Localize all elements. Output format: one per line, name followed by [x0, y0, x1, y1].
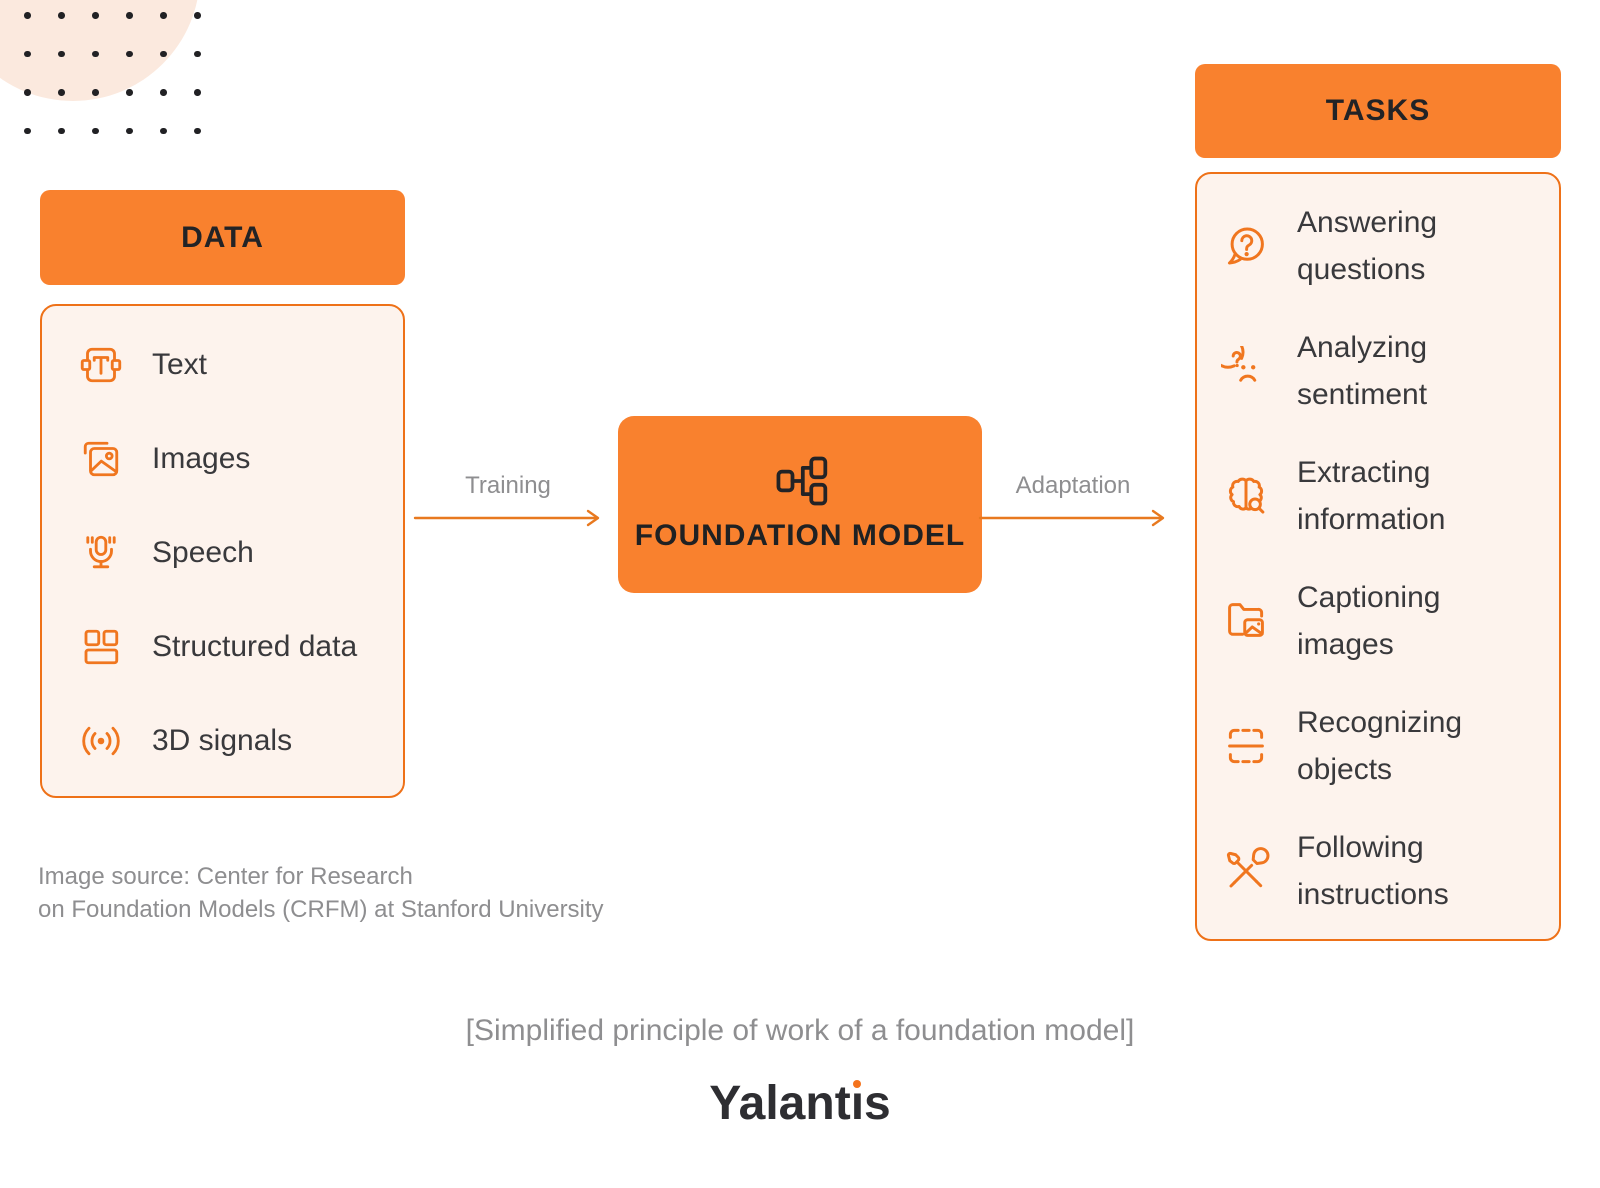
image-source-note: Image source: Center for Research on Fou… — [38, 860, 604, 926]
data-row-images: Images — [42, 412, 403, 506]
data-header: DATA — [40, 190, 405, 285]
task-item-label: Following instructions — [1297, 830, 1449, 911]
task-row-analyzing-sentiment: Analyzing sentiment — [1197, 308, 1559, 433]
foundation-model-title: FOUNDATION MODEL — [634, 518, 966, 552]
radar-signal-icon — [72, 717, 130, 765]
data-row-speech: Speech — [42, 506, 403, 600]
task-item-label: Analyzing sentiment — [1297, 330, 1428, 411]
images-icon — [72, 435, 130, 483]
tasks-title: TASKS — [1325, 94, 1431, 127]
data-title: DATA — [181, 220, 264, 254]
data-row-3d-signals: 3D signals — [42, 694, 403, 788]
figure-caption: [Simplified principle of work of a found… — [465, 1014, 1135, 1047]
scan-frame-icon — [1216, 721, 1276, 771]
task-item-label: Captioning images — [1297, 580, 1441, 661]
task-row-answering-questions: Answering questions — [1197, 183, 1559, 308]
training-arrow — [413, 509, 600, 527]
adaptation-label: Adaptation — [1015, 472, 1131, 499]
data-panel: Text Images — [40, 304, 405, 798]
data-item-label: Images — [152, 442, 251, 475]
data-item-label: Speech — [152, 536, 254, 569]
sad-face-question-icon — [1216, 345, 1276, 396]
tree-diagram-icon — [776, 456, 828, 505]
data-item-label: Text — [152, 348, 208, 381]
question-bubble-icon — [1216, 221, 1276, 271]
task-row-recognizing-objects: Recognizing objects — [1197, 683, 1559, 808]
data-row-text: Text — [42, 318, 403, 412]
tasks-panel: Answering questions Analyzing sentiment — [1195, 172, 1561, 941]
brain-magnifier-icon — [1216, 471, 1276, 521]
foundation-model-box: FOUNDATION MODEL — [618, 416, 982, 593]
data-row-structured-data: Structured data — [42, 600, 403, 694]
tasks-header: TASKS — [1195, 64, 1561, 158]
data-item-label: Structured data — [152, 630, 358, 663]
source-line-2: on Foundation Models (CRFM) at Stanford … — [38, 896, 604, 923]
source-line-1: Image source: Center for Research — [38, 863, 413, 890]
wrench-screwdriver-icon — [1216, 846, 1276, 896]
folder-image-icon — [1216, 596, 1276, 646]
structured-data-icon — [72, 623, 130, 671]
training-label: Training — [465, 472, 551, 499]
text-frame-icon — [72, 341, 130, 389]
task-row-following-instructions: Following instructions — [1197, 808, 1559, 933]
data-item-label: 3D signals — [152, 724, 293, 757]
task-item-label: Extracting information — [1297, 455, 1446, 536]
brand-wordmark: Yalantıs — [709, 1077, 891, 1130]
task-row-extracting-information: Extracting information — [1197, 433, 1559, 558]
microphone-icon — [72, 529, 130, 577]
task-item-label: Answering questions — [1297, 205, 1438, 286]
adaptation-arrow — [978, 509, 1165, 527]
decor-dots-grid — [24, 12, 228, 166]
task-row-captioning-images: Captioning images — [1197, 558, 1559, 683]
task-item-label: Recognizing objects — [1297, 705, 1463, 786]
